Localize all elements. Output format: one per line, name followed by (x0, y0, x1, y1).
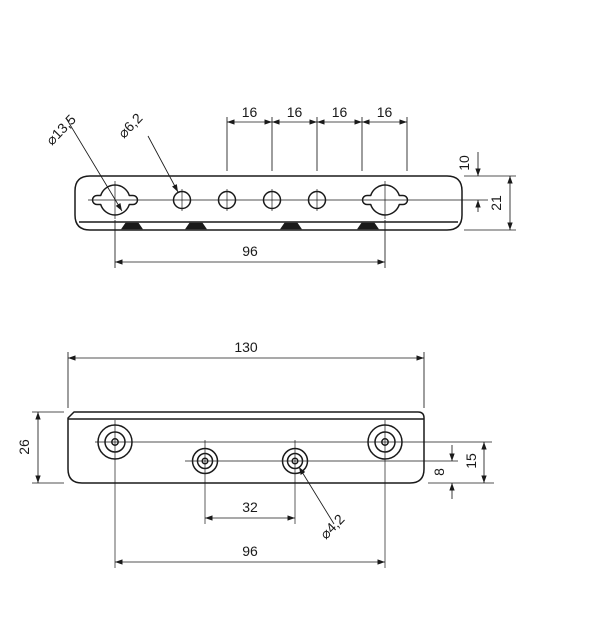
dim-height-8: 8 (431, 445, 455, 499)
dim-height-26: 26 (16, 411, 64, 484)
dim-label-height-15: 15 (463, 453, 479, 469)
dim-label-pitch-4: 16 (377, 104, 393, 120)
dim-label-height-21: 21 (488, 195, 504, 211)
dim-pitch-32: 32 (205, 499, 295, 521)
dim-label-dia-13-5: ⌀13,5 (43, 111, 79, 148)
top-view: 16 16 16 16 ⌀13,5 ⌀6,2 10 21 (43, 104, 516, 268)
keyhole-slot-right (361, 184, 409, 216)
top-view-centerlines (88, 181, 488, 219)
keyhole-slot-left (91, 184, 139, 216)
top-view-feet (121, 222, 379, 230)
foot-mark (121, 222, 143, 230)
front-view-body-outline (67, 411, 425, 484)
foot-mark (357, 222, 379, 230)
dim-label-span-96-top: 96 (242, 243, 258, 259)
dim-dia-4-2: ⌀4,2 (298, 466, 348, 542)
dim-label-pitch-32: 32 (242, 499, 258, 515)
dim-span-96-front: 96 (115, 543, 385, 565)
leader-line (147, 135, 179, 193)
dim-height-10: 10 (456, 152, 516, 212)
dim-label-dia-4-2: ⌀4,2 (317, 511, 348, 542)
dim-height-15: 15 (428, 442, 494, 484)
dim-label-height-10: 10 (456, 155, 472, 171)
leader-line (298, 466, 335, 525)
front-view-holes (97, 424, 403, 475)
extension-lines (226, 117, 408, 171)
dim-label-width-130: 130 (234, 339, 258, 355)
dim-label-pitch-1: 16 (242, 104, 258, 120)
dim-span-96-top: 96 (114, 220, 386, 268)
foot-mark (185, 222, 207, 230)
dim-dia-13-5: ⌀13,5 (43, 111, 123, 212)
leader-line (65, 117, 123, 212)
extension-lines (32, 411, 64, 484)
dim-pitch-16-chain: 16 16 16 16 (226, 104, 408, 171)
front-view-centerlines (95, 420, 492, 568)
extension-lines (67, 352, 425, 408)
dim-label-dia-6-2: ⌀6,2 (115, 110, 146, 141)
front-view: 130 26 15 8 32 ⌀4,2 (16, 339, 494, 568)
dim-label-pitch-3: 16 (332, 104, 348, 120)
dim-dia-6-2: ⌀6,2 (115, 110, 179, 193)
dim-label-height-8: 8 (431, 468, 447, 476)
dim-label-span-96-front: 96 (242, 543, 258, 559)
dim-label-height-26: 26 (16, 439, 32, 455)
dim-height-21: 21 (464, 176, 516, 231)
foot-mark (280, 222, 302, 230)
dim-label-pitch-2: 16 (287, 104, 303, 120)
dim-width-130: 130 (67, 339, 425, 408)
top-view-plate-outline (74, 175, 463, 231)
